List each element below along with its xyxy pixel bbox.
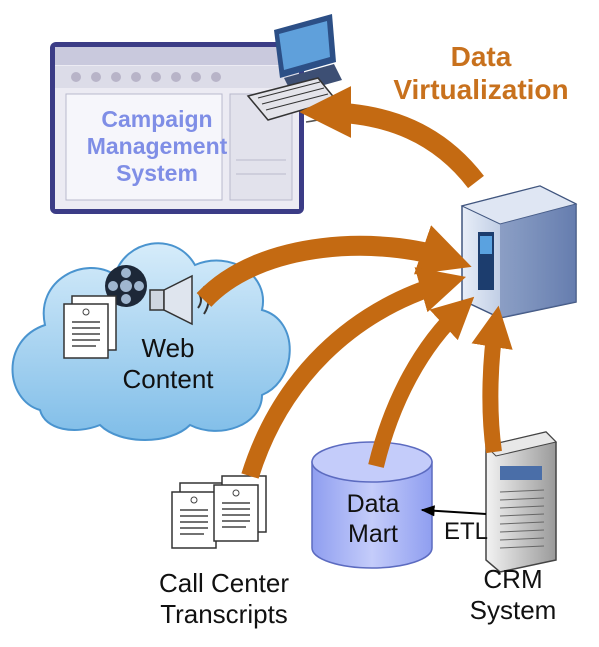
server-icon	[485, 431, 557, 573]
data-flow-arrows	[196, 86, 513, 479]
etl-label: ETL	[443, 518, 488, 545]
campaign-label-line-2: Management	[86, 133, 228, 160]
call-center-label: Call Center Transcripts	[124, 568, 324, 629]
server-icon	[460, 185, 578, 319]
web-label-line-1: Web	[141, 333, 195, 363]
campaign-window	[50, 42, 304, 214]
data-mart-label-line-1: Data	[346, 490, 400, 518]
campaign-label-line-1: Campaign	[101, 106, 213, 132]
crm-system-label: CRM System	[445, 564, 581, 625]
document-icon	[171, 475, 267, 549]
campaign-management-label: Campaign Management System	[72, 106, 242, 187]
call-center-label-line-1: Call Center	[158, 568, 290, 598]
call-center-label-line-2: Transcripts	[160, 598, 288, 629]
crm-label-line-2: System	[469, 594, 557, 625]
speaker-icon	[149, 274, 210, 326]
title-data-virtualization: Data Virtualization	[366, 40, 596, 106]
data-mart-label-line-2: Mart	[348, 519, 398, 548]
crm-label-line-1: CRM	[483, 564, 543, 594]
data-mart-label: Data Mart	[318, 490, 428, 549]
document-icon	[63, 295, 117, 359]
title-line-1: Data	[450, 41, 512, 72]
web-content-label: Web Content	[98, 333, 238, 394]
etl-arrow	[420, 505, 487, 517]
title-line-2: Virtualization	[393, 74, 569, 106]
web-label-line-2: Content	[122, 363, 214, 394]
campaign-label-line-3: System	[116, 160, 198, 187]
